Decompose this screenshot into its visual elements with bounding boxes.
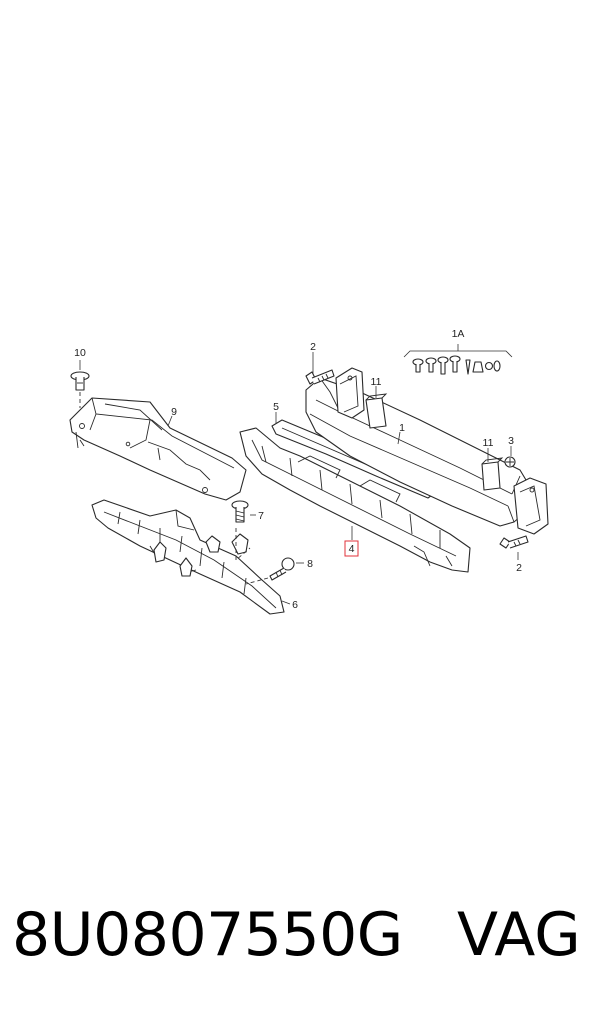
part-11-pad-left xyxy=(365,393,388,429)
callout-6: 6 xyxy=(292,599,298,611)
part-1-left-mount xyxy=(335,367,365,419)
part-7-screw xyxy=(231,500,249,523)
part-8-screw xyxy=(269,557,295,581)
callout-11-left: 11 xyxy=(371,376,382,388)
part-2-bolt-bottom xyxy=(499,535,529,549)
callout-1: 1 xyxy=(399,422,405,434)
callout-2-top: 2 xyxy=(310,341,316,353)
part-number: 8U0807550G xyxy=(12,900,403,970)
callout-2-bottom: 2 xyxy=(516,562,522,574)
part-2-bolt-top xyxy=(305,369,335,385)
part-11-pad-right xyxy=(481,457,504,491)
footer: 8U0807550G VAG xyxy=(0,895,600,975)
callout-1a: 1A xyxy=(452,328,465,340)
callout-8: 8 xyxy=(307,558,313,570)
callout-4-highlight-box xyxy=(344,540,359,557)
part-4-energy-absorber xyxy=(239,427,471,573)
callout-7: 7 xyxy=(258,510,264,522)
part-1a-hardware-set xyxy=(403,344,513,375)
callout-9: 9 xyxy=(171,406,177,418)
leader-lines xyxy=(79,352,519,605)
callout-5: 5 xyxy=(273,401,279,413)
callout-4: 4 xyxy=(349,543,355,555)
callout-10: 10 xyxy=(74,347,86,359)
part-10-clip xyxy=(70,371,90,391)
part-6-lower-guide xyxy=(91,499,285,615)
part-3-nut xyxy=(504,456,516,468)
part-9-air-guide xyxy=(69,397,247,501)
assembly-line-7 xyxy=(235,528,251,561)
callout-11-right: 11 xyxy=(483,437,494,449)
callout-3: 3 xyxy=(508,435,514,447)
part-1-right-mount xyxy=(513,477,549,535)
brand-label: VAG xyxy=(457,900,581,970)
assembly-line-8 xyxy=(245,577,269,585)
